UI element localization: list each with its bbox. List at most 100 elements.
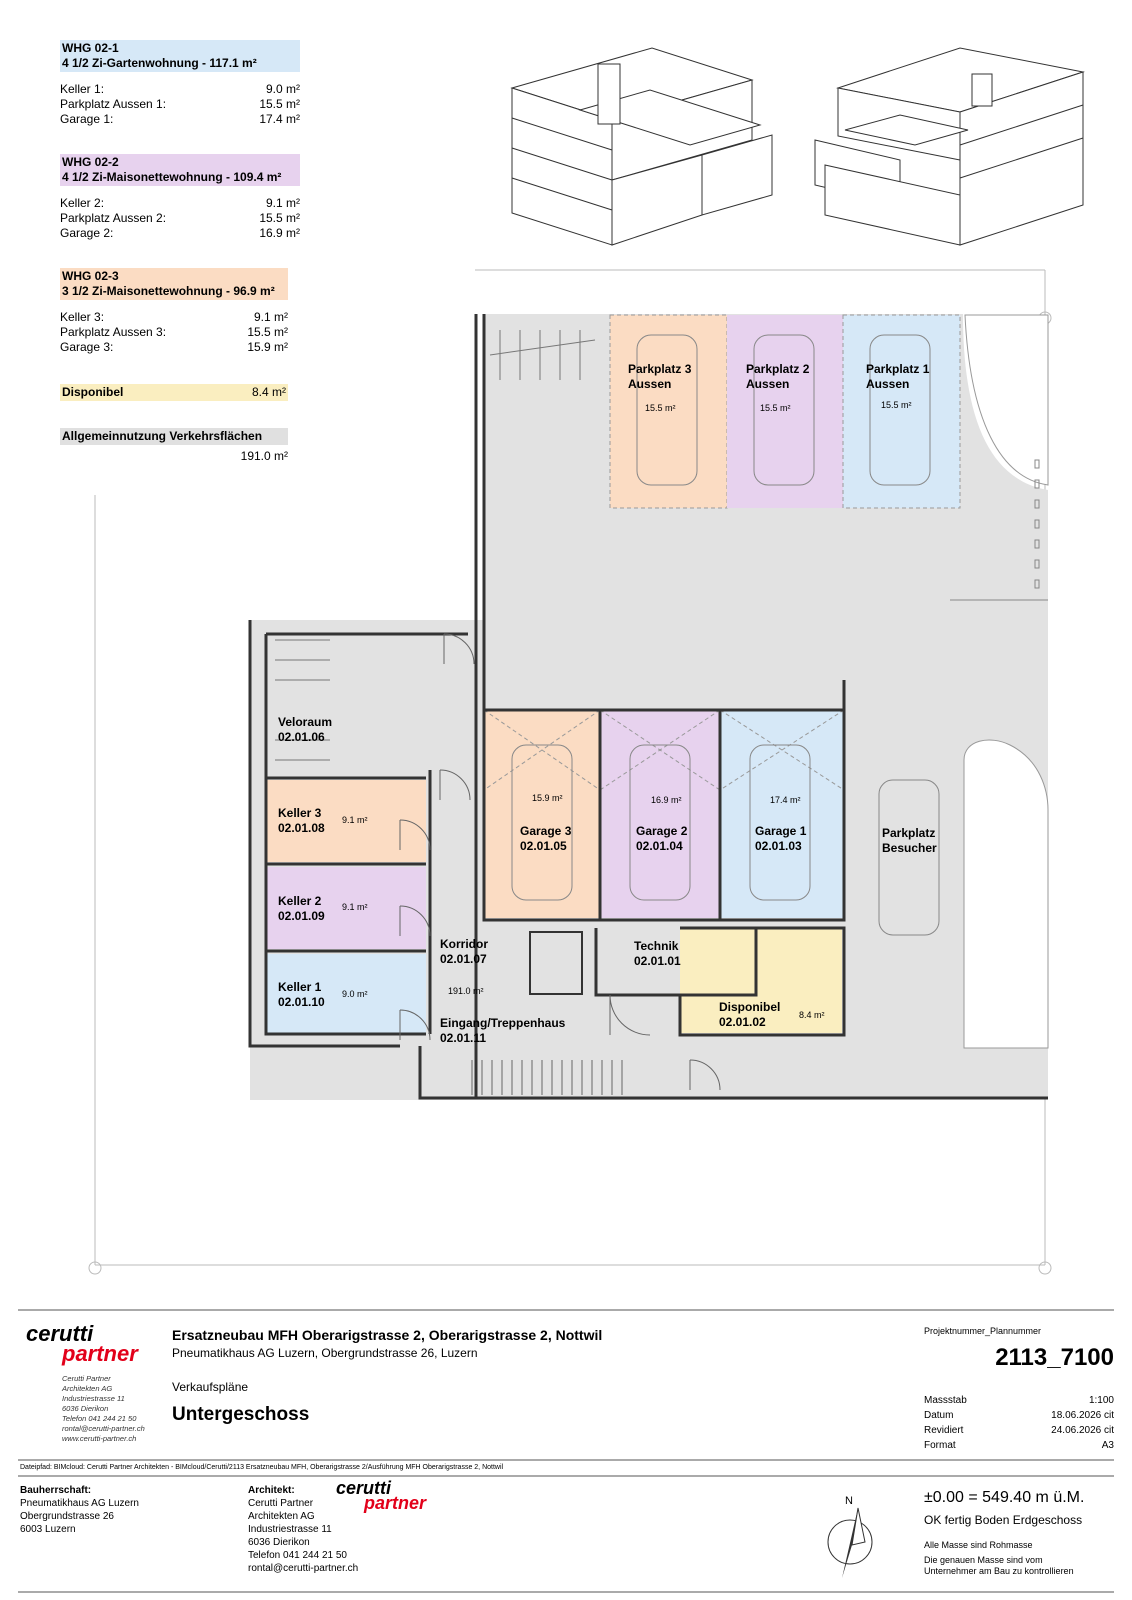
cerutti-partner-logo-small: cerutti partner bbox=[336, 1478, 427, 1513]
legend-row: Keller 1:9.0 m² bbox=[60, 82, 300, 97]
client-line: Pneumatikhaus AG Luzern, Obergrundstrass… bbox=[172, 1346, 478, 1360]
parkplatz-2-bay bbox=[727, 315, 843, 508]
bauherr-line: Pneumatikhaus AG Luzern bbox=[20, 1498, 139, 1509]
legend-unit-title: 3 1/2 Zi-Maisonettewohnung - 96.9 m² bbox=[62, 284, 275, 298]
cerutti-partner-logo: cerutti partner bbox=[26, 1321, 138, 1366]
legend-disponibel-area: 8.4 m² bbox=[251, 385, 286, 399]
height-reference-text: OK fertig Boden Erdgeschoss bbox=[924, 1513, 1083, 1527]
korridor-area-value: 191.0 m² bbox=[448, 986, 484, 996]
legend-allgemein-label: Allgemeinnutzung Verkehrsflächen bbox=[60, 428, 288, 445]
architekt-line: rontal@cerutti-partner.ch bbox=[248, 1563, 359, 1574]
titleblock-frame bbox=[18, 1309, 1114, 1593]
legend-row: Keller 3:9.1 m² bbox=[60, 310, 288, 325]
logo-address-line: Industriestrasse 11 bbox=[62, 1394, 125, 1403]
legend-row-value: 15.5 m² bbox=[247, 325, 288, 339]
legend-unit-id: WHG 02-3 bbox=[62, 269, 119, 283]
legend-row: Parkplatz Aussen 1: 15.5 m² bbox=[60, 97, 300, 112]
legend-unit-title: 4 1/2 Zi-Maisonettewohnung - 109.4 m² bbox=[62, 170, 282, 184]
architekt-line: Industriestrasse 11 bbox=[248, 1524, 332, 1535]
project-number: 2113_7100 bbox=[995, 1344, 1114, 1371]
legend-row: Keller 2: 9.1 m² bbox=[60, 196, 300, 211]
architekt-line: Cerutti Partner bbox=[248, 1498, 314, 1509]
legend-row-label: Parkplatz Aussen 3: bbox=[60, 325, 167, 339]
walls bbox=[248, 314, 1048, 1100]
architekt-line: Architekten AG bbox=[248, 1511, 315, 1522]
logo-address-line: Architekten AG bbox=[62, 1384, 113, 1393]
legend-row-value: 15.9 m² bbox=[247, 340, 288, 354]
file-path: Dateipfad: BIMcloud: Cerutti Partner Arc… bbox=[20, 1464, 504, 1471]
isometric-view-left bbox=[510, 47, 773, 246]
keller-1-area bbox=[266, 954, 426, 1034]
legend-row-label: Parkplatz Aussen 1: bbox=[60, 97, 167, 111]
architekt-line: 6036 Dierikon bbox=[248, 1537, 310, 1548]
legend-row-value: 9.1 m² bbox=[265, 196, 300, 210]
legend-row-label: Keller 1: bbox=[60, 82, 105, 96]
parkplatz-3-area: 15.5 m² bbox=[645, 403, 676, 413]
legend-row-label: Garage 1: bbox=[60, 112, 114, 126]
legend-disponibel: Disponibel 8.4 m² bbox=[60, 384, 288, 401]
legend-row: Parkplatz Aussen 2:15.5 m² bbox=[60, 211, 300, 226]
project-title: Ersatzneubau MFH Oberarigstrasse 2, Ober… bbox=[172, 1327, 603, 1343]
logo-address-line: rontal@cerutti-partner.ch bbox=[62, 1424, 145, 1433]
legend-row-label: Garage 3: bbox=[60, 340, 114, 354]
parking-markers bbox=[950, 459, 1048, 601]
parkplatz-1-area: 15.5 m² bbox=[881, 400, 912, 410]
legend-row-label: Parkplatz Aussen 2: bbox=[60, 211, 167, 225]
legend-unit-id: WHG 02-2 bbox=[62, 155, 119, 169]
logo-address-line: Cerutti Partner bbox=[62, 1374, 111, 1383]
north-label: N bbox=[845, 1495, 853, 1507]
keller-3-area-value: 9.1 m² bbox=[342, 815, 368, 825]
legend-row-label: Keller 2: bbox=[60, 196, 105, 210]
logo-address-line: Telefon 041 244 21 50 bbox=[62, 1414, 137, 1423]
legend-row-value: 17.4 m² bbox=[259, 112, 300, 126]
keller-2-area bbox=[266, 867, 426, 949]
garage-3-area-value: 15.9 m² bbox=[532, 793, 563, 803]
plan-type: Verkaufspläne bbox=[172, 1380, 249, 1394]
parkplatz-3-bay bbox=[609, 314, 728, 509]
legend-row-label: Garage 2: bbox=[60, 226, 114, 240]
staircase bbox=[471, 1060, 623, 1095]
keller-2-area-value: 9.1 m² bbox=[342, 902, 368, 912]
disponibel-area bbox=[680, 928, 842, 1033]
legend-row: Garage 2:16.9 m² bbox=[60, 226, 300, 241]
garage-3-area bbox=[484, 710, 600, 918]
car-outlines bbox=[511, 334, 940, 936]
bike-racks bbox=[275, 330, 596, 761]
legend-disponibel-label: Disponibel bbox=[62, 385, 124, 399]
height-reference: ±0.00 = 549.40 m ü.M. bbox=[924, 1489, 1085, 1506]
legend-row: Garage 3: 15.9 m² bbox=[60, 340, 288, 355]
legend-row-value: 15.5 m² bbox=[259, 97, 300, 111]
parkplatz-1-bay bbox=[842, 314, 961, 509]
isometric-view-right bbox=[814, 47, 1085, 246]
door-swings bbox=[399, 633, 721, 1091]
legend-row-label: Keller 3: bbox=[60, 310, 105, 324]
projnr-label: Projektnummer_Plannummer bbox=[924, 1326, 1042, 1336]
logo-address-line: 6036 Dierikon bbox=[62, 1404, 109, 1413]
legend-row: Garage 1: 17.4 m² bbox=[60, 112, 300, 127]
garage-1-area bbox=[720, 710, 844, 918]
keller-1-area-value: 9.0 m² bbox=[342, 989, 368, 999]
garage-1-area-value: 17.4 m² bbox=[770, 795, 801, 805]
garage-2-area bbox=[600, 710, 720, 918]
